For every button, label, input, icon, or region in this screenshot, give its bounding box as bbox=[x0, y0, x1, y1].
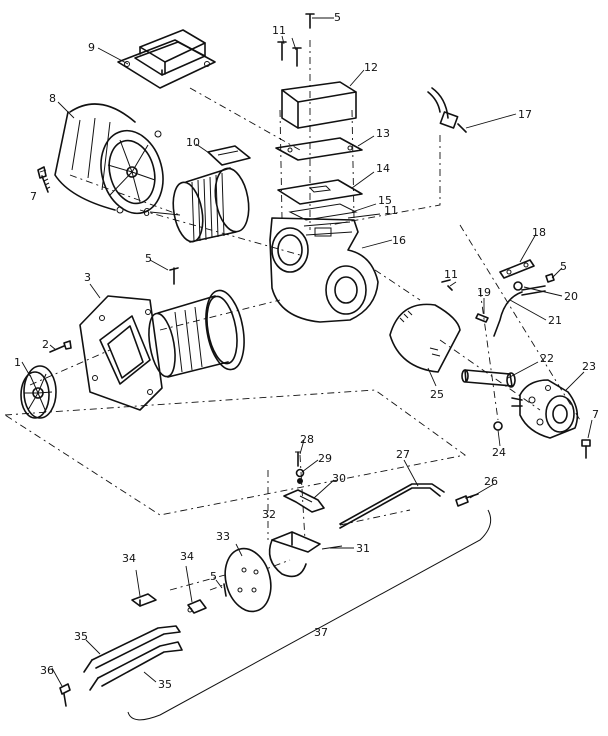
part-35-electrodes bbox=[83, 625, 183, 691]
callout-34-right: 34 bbox=[180, 550, 194, 563]
part-26-fitting bbox=[455, 493, 479, 507]
callout-26: 26 bbox=[484, 475, 498, 488]
callout-25: 25 bbox=[430, 388, 444, 401]
part-28-screw bbox=[295, 451, 301, 467]
callout-5-right: 5 bbox=[560, 260, 567, 273]
callout-19: 19 bbox=[477, 286, 491, 299]
part-25-cover bbox=[389, 303, 461, 373]
callout-12: 12 bbox=[364, 61, 378, 74]
callout-23: 23 bbox=[582, 360, 596, 373]
part-21-oil-line bbox=[493, 285, 546, 337]
callout-9: 9 bbox=[88, 41, 95, 54]
callout-7-right: 7 bbox=[592, 408, 599, 421]
part-2-screw bbox=[49, 340, 72, 353]
callout-27: 27 bbox=[396, 448, 410, 461]
callout-34-left: 34 bbox=[122, 552, 136, 565]
part-20-fitting bbox=[513, 281, 523, 291]
part-37-group-outline bbox=[127, 509, 492, 721]
part-19-screw bbox=[475, 313, 489, 323]
part-34-insulator-left bbox=[131, 593, 157, 607]
callout-1: 1 bbox=[14, 356, 21, 369]
callout-31: 31 bbox=[356, 542, 370, 555]
part-11-screws-right bbox=[441, 279, 453, 291]
part-7-screw-left bbox=[37, 166, 51, 193]
callout-2: 2 bbox=[42, 338, 49, 351]
callout-28: 28 bbox=[300, 433, 314, 446]
part-27-nozzle-line bbox=[339, 483, 445, 529]
part-34-insulator-right bbox=[187, 599, 207, 614]
callout-7-left: 7 bbox=[30, 190, 37, 203]
part-10-gasket bbox=[207, 145, 251, 166]
callout-35-bottom: 35 bbox=[158, 678, 172, 691]
callout-8: 8 bbox=[49, 92, 56, 105]
part-29-washer bbox=[295, 468, 305, 484]
callout-11-right: 11 bbox=[444, 268, 458, 281]
callout-16: 16 bbox=[392, 234, 406, 247]
callout-30: 30 bbox=[332, 472, 346, 485]
part-12-transformer bbox=[281, 81, 357, 129]
callout-6: 6 bbox=[143, 206, 150, 219]
part-7-screw-right bbox=[581, 439, 591, 459]
part-8-motor bbox=[54, 103, 164, 215]
part-13-plate bbox=[275, 137, 363, 161]
part-6-blower-wheel bbox=[172, 167, 250, 243]
callout-33: 33 bbox=[216, 530, 230, 543]
callout-18: 18 bbox=[532, 226, 546, 239]
part-17-wire-connector bbox=[427, 87, 467, 133]
part-16-blower-housing bbox=[269, 217, 379, 323]
callout-36: 36 bbox=[40, 664, 54, 677]
part-30-clamp bbox=[283, 489, 325, 513]
part-32-tube-bracket bbox=[268, 539, 307, 578]
callout-24: 24 bbox=[492, 446, 506, 459]
callout-20: 20 bbox=[564, 290, 578, 303]
callout-14: 14 bbox=[376, 162, 390, 175]
part-5-screws bbox=[169, 267, 555, 597]
part-18-bracket bbox=[499, 259, 535, 279]
part-31-bracket bbox=[271, 531, 343, 553]
callout-10: 10 bbox=[186, 136, 200, 149]
callout-21: 21 bbox=[548, 314, 562, 327]
callout-32: 32 bbox=[262, 508, 276, 521]
callout-13: 13 bbox=[376, 127, 390, 140]
callout-11-mid: 11 bbox=[384, 204, 398, 217]
callout-35-top: 35 bbox=[74, 630, 88, 643]
leader-lines bbox=[21, 17, 593, 687]
callout-3: 3 bbox=[84, 271, 91, 284]
part-4-air-tube bbox=[148, 289, 245, 378]
part-14-plate bbox=[277, 179, 363, 205]
part-23-fuel-pump bbox=[511, 379, 579, 439]
callout-11-top: 11 bbox=[272, 24, 286, 37]
callout-29: 29 bbox=[318, 452, 332, 465]
part-15-gasket bbox=[288, 203, 358, 221]
part-33-disc bbox=[224, 547, 272, 613]
callout-labels: 1 2 3 5 5 5 5 6 7 7 8 9 10 11 11 11 12 1… bbox=[14, 11, 599, 691]
callout-5-top: 5 bbox=[334, 11, 341, 24]
part-36-screw bbox=[59, 683, 71, 707]
part-9-transformer-bracket bbox=[117, 29, 216, 89]
callout-5-bottom: 5 bbox=[210, 570, 217, 583]
part-3-mounting-flange bbox=[79, 295, 163, 411]
callout-17: 17 bbox=[518, 108, 532, 121]
part-11-screws-top bbox=[277, 13, 315, 67]
part-24-nut bbox=[493, 421, 503, 431]
callout-5-tube: 5 bbox=[145, 252, 152, 265]
part-1-retention-head bbox=[20, 365, 57, 419]
assembly-centerlines bbox=[4, 40, 581, 591]
callout-15: 15 bbox=[378, 194, 392, 207]
callout-37: 37 bbox=[314, 626, 328, 639]
part-22-coupling bbox=[461, 369, 516, 388]
callout-22: 22 bbox=[540, 352, 554, 365]
